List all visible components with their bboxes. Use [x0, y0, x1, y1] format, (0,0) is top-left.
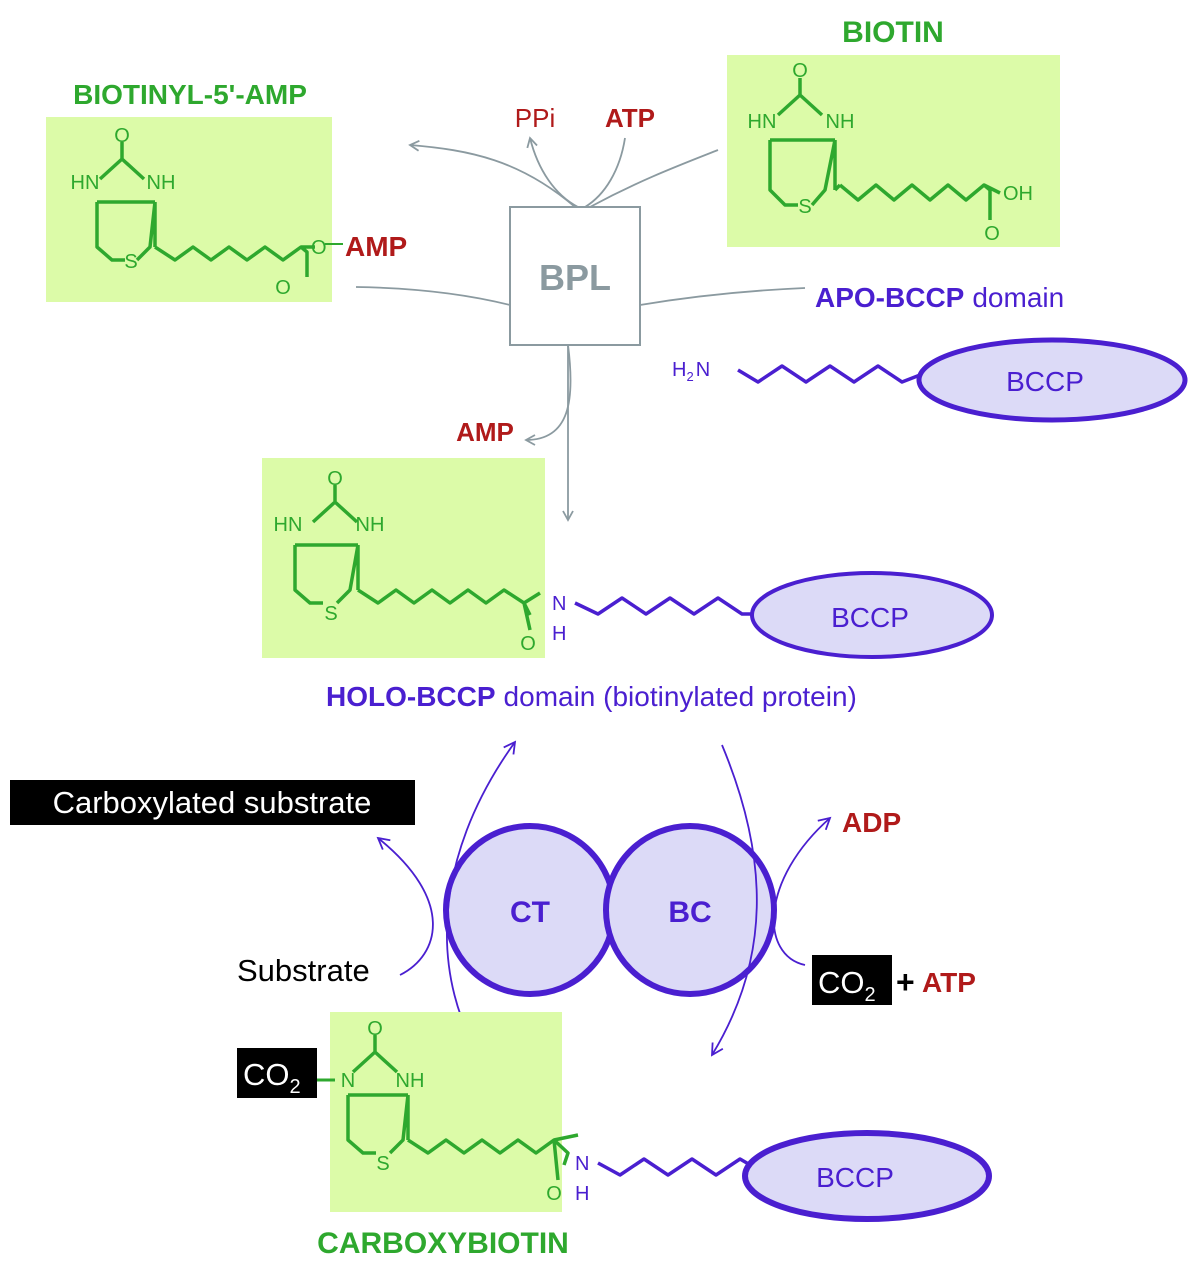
- svg-text:O: O: [546, 1183, 562, 1205]
- ppi-label: PPi: [515, 103, 555, 133]
- svg-text:N: N: [341, 1070, 355, 1092]
- carboxybiotin: CO2 O N NH S O N H BCCP CARBOXYBIOTIN: [237, 1012, 992, 1260]
- amp-label: AMP: [456, 417, 514, 447]
- biotin-box: [727, 55, 1060, 247]
- atp-top-label: ATP: [605, 103, 655, 133]
- carboxylase-cycle: CT BC Carboxylated substrate Substrate A…: [10, 740, 976, 1066]
- atp-bottom-label: ATP: [922, 967, 976, 998]
- adp-label: ADP: [842, 807, 901, 838]
- svg-text:OH: OH: [1003, 183, 1033, 205]
- svg-text:O: O: [792, 60, 808, 82]
- biotinyl-amp-box: [46, 117, 332, 302]
- bccp-ellipse-holo: [750, 571, 994, 659]
- biotinyl-amp-label: BIOTINYL-5'-AMP: [73, 79, 307, 110]
- arrow-from-biotin: [589, 149, 719, 208]
- carboxylated-substrate-label: Carboxylated substrate: [53, 785, 372, 820]
- svg-text:H2N: H2N: [672, 359, 710, 384]
- svg-text:O: O: [327, 468, 343, 490]
- bccp-label-holo: BCCP: [831, 602, 909, 633]
- svg-text:O: O: [114, 125, 130, 147]
- svg-text:NH: NH: [826, 111, 855, 133]
- svg-text:N: N: [552, 593, 566, 615]
- plus-sign: +: [896, 964, 915, 1000]
- svg-text:NH: NH: [147, 172, 176, 194]
- bpl-label: BPL: [539, 257, 611, 298]
- bc-label: BC: [668, 896, 711, 929]
- svg-text:N: N: [575, 1153, 589, 1175]
- svg-text:HN: HN: [71, 172, 100, 194]
- svg-text:S: S: [376, 1153, 389, 1175]
- arrow-to-ppi: [526, 136, 579, 208]
- bccp-label-apo: BCCP: [1006, 366, 1084, 397]
- bccp-ellipse-carboxy: [742, 1130, 992, 1222]
- carboxybiotin-label: CARBOXYBIOTIN: [317, 1227, 569, 1260]
- substrate-label: Substrate: [237, 953, 370, 988]
- bccp-ellipse-apo: [916, 337, 1188, 423]
- co2-label-right: CO2: [818, 965, 876, 1006]
- svg-text:NH: NH: [356, 514, 385, 536]
- ct-label: CT: [510, 896, 550, 929]
- biotin-label: BIOTIN: [842, 16, 944, 49]
- svg-text:O: O: [367, 1018, 383, 1040]
- co2-box-right: [812, 955, 892, 1005]
- arrow-to-amp: [524, 344, 572, 446]
- svg-text:O: O: [275, 277, 291, 299]
- arrow-atp-to-adp: [773, 816, 832, 966]
- co2-box-left: [237, 1048, 317, 1098]
- biotinyl-amp-structure: BIOTINYL-5'-AMP O HN NH S O O AMP: [46, 79, 407, 302]
- svg-text:H: H: [552, 623, 566, 645]
- line-from-biotinyl-amp: [355, 286, 511, 306]
- line-from-apo-bccp: [639, 287, 806, 306]
- svg-text:H: H: [575, 1183, 589, 1205]
- svg-text:S: S: [124, 251, 137, 273]
- arrow-to-biotinyl-amp: [408, 139, 576, 208]
- amp-attached-label: AMP: [345, 231, 407, 262]
- co2-label-left: CO2: [243, 1057, 301, 1098]
- svg-text:O: O: [984, 223, 1000, 245]
- arrow-substrate-to-product: [376, 836, 434, 976]
- carboxylated-substrate-box: [10, 780, 415, 825]
- bccp-label-carboxy: BCCP: [816, 1162, 894, 1193]
- arrow-from-atp: [584, 137, 626, 208]
- bpl-box: [509, 206, 641, 346]
- carboxybiotin-box: [330, 1012, 562, 1212]
- bpl-reaction: BPL PPi ATP AMP: [355, 103, 806, 522]
- svg-text:S: S: [798, 196, 811, 218]
- arrow-bc-to-carboxybiotin: [711, 744, 758, 1057]
- svg-text:S: S: [324, 603, 337, 625]
- svg-text:HN: HN: [748, 111, 777, 133]
- svg-text:HN: HN: [274, 514, 303, 536]
- biotin-structure: BIOTIN O HN NH S O OH: [727, 16, 1060, 247]
- svg-text:O: O: [311, 237, 327, 259]
- svg-text:NH: NH: [396, 1070, 425, 1092]
- holo-biotin-box: [262, 458, 545, 658]
- svg-text:O: O: [520, 633, 536, 655]
